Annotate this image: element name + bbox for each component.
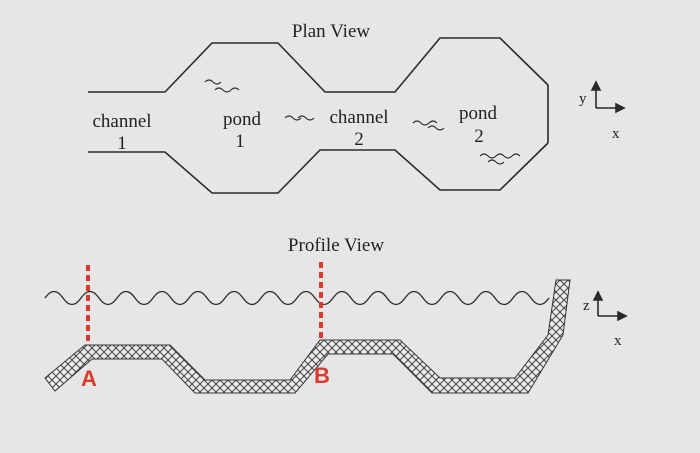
channel2-number: 2 [354,129,364,150]
pond2-water-squiggle [479,153,521,165]
profile-view-title: Profile View [287,235,385,256]
channel1-number: 1 [117,133,127,154]
plan-view-outline [88,37,549,194]
plan-bottom-boundary [88,142,549,194]
plan-axis-y-label: y [579,91,587,107]
pond1-water-squiggle [204,79,240,93]
channel1-label: channel [92,111,152,132]
pond2-label: pond [459,103,497,124]
water-surface [44,290,550,306]
point-a-label: A [81,366,97,391]
plan-top-boundary [88,37,549,93]
pond2-number: 2 [474,126,484,147]
channel2-pond2-squiggle [412,120,445,131]
pond1-channel2-squiggle [284,115,315,121]
profile-axis-x-label: x [614,333,622,349]
profile-axes-icon [592,290,628,322]
pond1-label: pond [223,109,261,130]
profile-axis-z-label: z [583,298,590,314]
pond1-number: 1 [235,131,245,152]
point-b-label: B [314,363,330,388]
channel-bed [44,279,571,394]
plan-axis-x-label: x [612,126,620,142]
plan-view-title: Plan View [291,21,371,42]
plan-water-squiggles [204,79,521,165]
channel2-label: channel [329,107,389,128]
plan-axes-icon [590,80,626,114]
